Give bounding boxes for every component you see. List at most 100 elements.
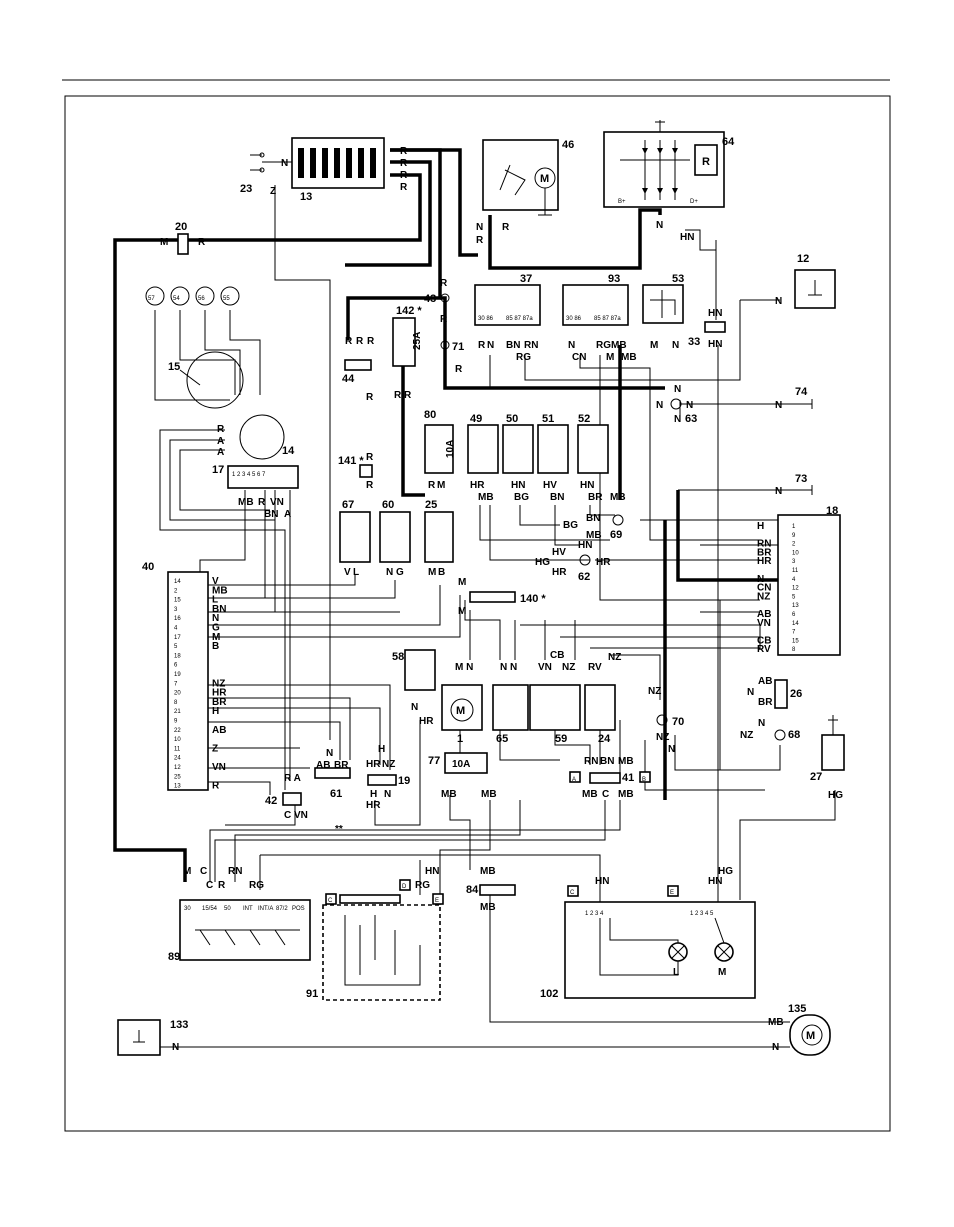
marker-e-91: E xyxy=(435,898,439,904)
s89-pin-15-54: 15/54 xyxy=(202,906,218,912)
ecu-40-pin: 15 xyxy=(174,598,181,604)
wire-label: N xyxy=(326,748,333,759)
wire-label: R xyxy=(367,336,375,347)
ecu-40-wire: MB xyxy=(212,585,228,596)
relay-49 xyxy=(467,424,499,474)
wire-label: BG xyxy=(563,520,578,531)
wire-label: HR xyxy=(596,557,611,568)
wire-label: CB xyxy=(550,650,564,661)
wire-label: M xyxy=(428,567,436,578)
wire-label: R xyxy=(366,480,374,491)
label-60: 60 xyxy=(382,499,394,511)
wire-label: NZ xyxy=(648,686,661,697)
conn-18-pins: 1H92RN10BR3HR114N12CN5NZ136AB14VN715CB8R… xyxy=(757,521,799,655)
marker-b: B xyxy=(642,777,646,783)
ecu-40-wire: V xyxy=(212,576,219,587)
wire-label: NZ xyxy=(656,732,669,743)
wire-label: N xyxy=(487,340,494,351)
panel-102-pins-b: 1 2 3 4 5 xyxy=(690,911,714,917)
thin-wires xyxy=(154,185,836,1048)
label-23: 23 xyxy=(240,183,252,195)
relay-52 xyxy=(577,424,609,474)
ecu-40-wire: BN xyxy=(212,604,226,615)
wire-label: R xyxy=(455,364,463,375)
label-140: 140 * xyxy=(520,593,546,605)
label-135: 135 xyxy=(788,1003,806,1015)
connector-68 xyxy=(774,729,786,741)
wire-label: R xyxy=(218,880,226,891)
label-37: 37 xyxy=(520,273,532,285)
wire-label: N xyxy=(775,400,782,411)
connector-141 xyxy=(359,464,373,478)
label-53: 53 xyxy=(672,273,684,285)
label-142: 142 * xyxy=(396,305,422,317)
wire-label: BR xyxy=(334,760,349,771)
relay-25 xyxy=(424,511,454,563)
wire-label: R xyxy=(366,452,374,463)
ecu-40-pin: 21 xyxy=(174,709,181,715)
relay-37-pins-a: 30 86 xyxy=(478,316,494,322)
ecu-40-pin: 5 xyxy=(174,644,178,650)
wire-label: VN xyxy=(270,497,284,508)
wire-label: BN xyxy=(506,340,520,351)
sensor-59 xyxy=(529,684,581,731)
label-25: 25 xyxy=(425,499,437,511)
label-67: 67 xyxy=(342,499,354,511)
ecu-40-pin: 11 xyxy=(174,746,181,752)
relay-60 xyxy=(379,511,411,563)
wire-label: R xyxy=(345,336,353,347)
sensor-56: 56 xyxy=(198,296,205,302)
conn-17-pins: 1 2 3 4 5 6 7 xyxy=(232,472,266,478)
conn-18-wire: RV xyxy=(757,644,771,655)
wire-label: N N xyxy=(500,662,517,673)
conn-18-wire: N xyxy=(757,574,764,585)
wire-label: MB xyxy=(481,789,497,800)
wire-label: MB xyxy=(480,866,496,877)
relay-93-pins-a: 30 86 xyxy=(566,316,582,322)
s89-pin-30: 30 xyxy=(184,906,191,912)
ecu-40-wire: NZ xyxy=(212,678,225,689)
wire-label: H xyxy=(370,789,377,800)
wire-label: R xyxy=(476,235,484,246)
component-46: M xyxy=(482,139,559,216)
label-62: 62 xyxy=(578,571,590,583)
ecu-40-pin: 16 xyxy=(174,616,181,622)
component-133 xyxy=(117,1019,161,1056)
wire-label: BR xyxy=(758,697,773,708)
wire-label: M xyxy=(458,577,466,588)
wire-label: R xyxy=(198,237,206,248)
sensor-57: 57 xyxy=(148,296,155,302)
label-1: 1 xyxy=(457,733,463,745)
connector-84 xyxy=(479,884,516,896)
label-80: 80 xyxy=(424,409,436,421)
ecu-40-wire: Z xyxy=(212,743,218,754)
wire-label: HN xyxy=(708,308,722,319)
conn-18-pin: 12 xyxy=(792,586,799,592)
relay-93-pins-b: 85 87 87a xyxy=(594,316,621,322)
wire-label: MB xyxy=(478,492,494,503)
regulator-symbol: R xyxy=(702,156,710,168)
conn-18-pin: 15 xyxy=(792,638,799,644)
wire-label: R xyxy=(356,336,364,347)
fuse-10a-77: 10A xyxy=(452,759,470,770)
wire-label: N xyxy=(747,687,754,698)
wire-label: R xyxy=(400,158,408,169)
wire-label: M xyxy=(458,606,466,617)
sensor-group: 57 54 56 55 xyxy=(145,286,240,306)
wire-label: N xyxy=(384,789,391,800)
label-64: 64 xyxy=(722,136,735,148)
label-73: 73 xyxy=(795,473,807,485)
label-33: 33 xyxy=(688,336,700,348)
connector-62 xyxy=(579,554,591,566)
label-15: 15 xyxy=(168,361,180,373)
panel-102-pins-a: 1 2 3 4 xyxy=(585,911,604,917)
ecu-40-pin: 20 xyxy=(174,691,181,697)
ecu-40-pin: 4 xyxy=(174,626,178,632)
connector-19 xyxy=(367,774,397,786)
wire-label: NZ xyxy=(608,652,621,663)
wire-label: HN xyxy=(425,866,439,877)
label-18: 18 xyxy=(826,505,838,517)
label-12: 12 xyxy=(797,253,809,265)
connector-44 xyxy=(344,359,372,371)
ecu-40-wire: AB xyxy=(212,725,226,736)
